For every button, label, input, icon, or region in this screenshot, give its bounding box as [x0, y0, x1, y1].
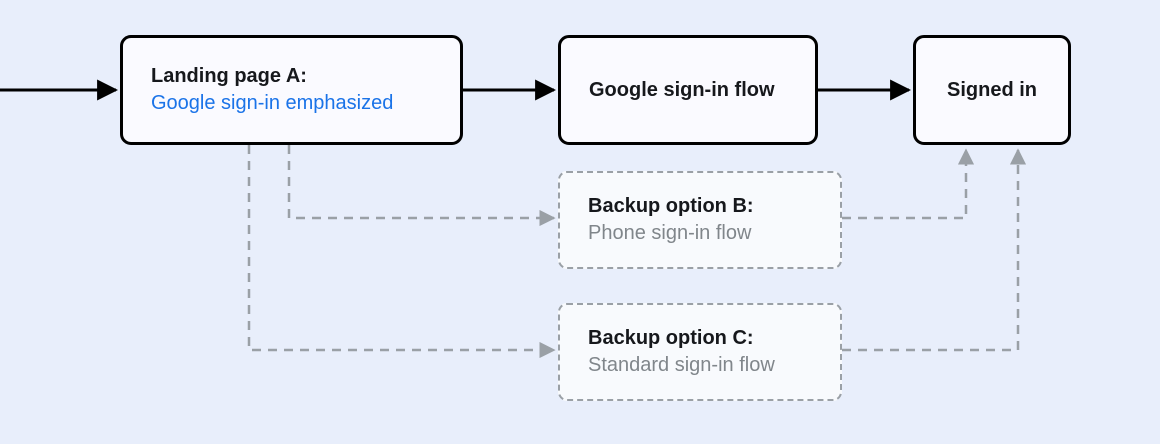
node-signed-in[interactable]: Signed in	[913, 35, 1071, 145]
edge-landing-to-backup-c	[247, 145, 556, 359]
edge-backup-b-to-signed	[842, 148, 975, 220]
node-landing-page-a[interactable]: Landing page A: Google sign-in emphasize…	[120, 35, 463, 145]
node-landing-page-a-subtitle: Google sign-in emphasized	[151, 92, 394, 114]
node-backup-option-c[interactable]: Backup option C: Standard sign-in flow	[558, 303, 842, 401]
node-backup-option-b[interactable]: Backup option B: Phone sign-in flow	[558, 171, 842, 269]
node-landing-page-a-title: Landing page A:	[151, 65, 307, 88]
node-backup-option-c-title: Backup option C:	[588, 327, 754, 350]
node-backup-option-b-subtitle: Phone sign-in flow	[588, 222, 752, 244]
node-google-sign-in-flow[interactable]: Google sign-in flow	[558, 35, 818, 145]
edge-landing-to-backup-b	[287, 145, 556, 227]
node-google-sign-in-flow-label: Google sign-in flow	[589, 78, 775, 101]
node-backup-option-b-title: Backup option B:	[588, 195, 754, 218]
node-signed-in-label: Signed in	[947, 78, 1037, 101]
edge-backup-c-to-signed	[842, 148, 1027, 352]
node-backup-option-c-subtitle: Standard sign-in flow	[588, 354, 775, 376]
